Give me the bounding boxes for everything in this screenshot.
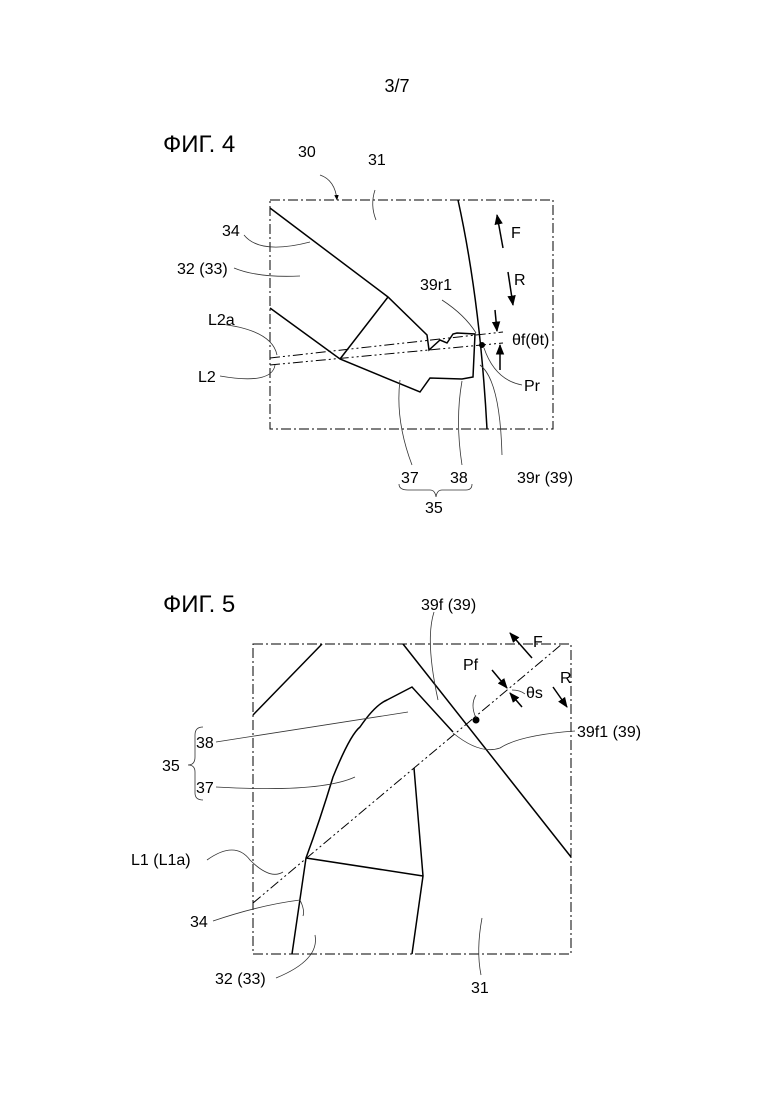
fig5-leader-31 [479,918,482,975]
fig5-blade-outline [292,687,453,954]
fig4-arrow-R [508,272,513,305]
fig5-arrow-R [553,687,567,707]
label-34: 34 [222,223,240,240]
label-35: 35 [425,500,443,517]
fig5-leader-32 [276,935,316,978]
fig4-leader-38 [459,381,463,465]
label-R: R [560,670,572,687]
label-theta-f: θf(θt) [512,332,549,349]
label-39f1: 39f1 (39) [577,724,641,741]
fig5-leader-theta [512,690,525,694]
fig5-leader-L1 [207,850,283,874]
fig4-leader-31 [373,190,376,220]
fig4-angle-arrow-top [495,310,497,331]
fig4-rotation-arc-39r [458,200,487,429]
label-39f: 39f (39) [421,597,476,614]
fig5-angle-arrow-bottom [510,693,522,707]
fig4-leader-37 [399,380,412,465]
label-39r1: 39r1 [420,277,452,294]
label-38: 38 [196,735,214,752]
fig5-leader-39f1 [453,731,575,750]
label-39r: 39r (39) [517,470,573,487]
label-34: 34 [190,914,208,931]
fig4-leader-34 [244,235,310,247]
label-L2a: L2a [208,312,235,329]
fig5-line-L1 [253,644,562,903]
label-30: 30 [298,144,316,161]
fig5-inner-edge [306,858,423,876]
label-31: 31 [471,980,489,997]
figure-5: ФИГ. 5 39f (39) F Pf θs R 39f1 (39) 38 3… [131,591,641,997]
fig5-leader-Pf [473,695,476,718]
label-L1: L1 (L1a) [131,852,191,869]
fig5-frame [253,644,571,954]
label-38: 38 [450,470,468,487]
label-theta-s: θs [526,685,543,702]
fig4-blade-outline [270,208,475,392]
fig4-arrow-F [497,215,503,248]
fig4-leader-30 [320,175,337,200]
fig5-leader-37 [216,777,355,789]
fig5-arrow-F [510,633,532,658]
fig4-leader-L2 [220,365,275,379]
fig4-leader-39r1 [442,300,476,333]
fig5-leader-34 [213,900,304,921]
label-F: F [533,634,543,651]
figure-4-title: ФИГ. 4 [163,131,235,158]
label-F: F [511,225,521,242]
fig4-leader-Pr [484,348,522,385]
label-L2: L2 [198,369,216,386]
label-37: 37 [196,780,214,797]
figure-4: ФИГ. 4 30 31 34 32 (33) L2a L2 39r1 F R [163,131,573,517]
label-32-33: 32 (33) [177,261,228,278]
fig5-edge-top-left [253,644,322,715]
label-35: 35 [162,758,180,775]
fig5-angle-arrow-top [492,670,507,688]
label-37: 37 [401,470,419,487]
label-32-33: 32 (33) [215,971,266,988]
fig4-point-Pr [479,342,485,348]
fig5-leader-38 [216,712,408,742]
page-number: 3/7 [384,76,409,96]
label-R: R [514,272,526,289]
fig5-edge-right [412,768,423,954]
figure-5-title: ФИГ. 5 [163,591,235,618]
label-Pf: Pf [463,657,479,674]
label-Pr: Pr [524,378,541,395]
fig4-line-L2 [270,343,503,365]
fig4-leader-32 [234,268,300,276]
label-31: 31 [368,152,386,169]
fig5-edge-39f [403,644,571,857]
